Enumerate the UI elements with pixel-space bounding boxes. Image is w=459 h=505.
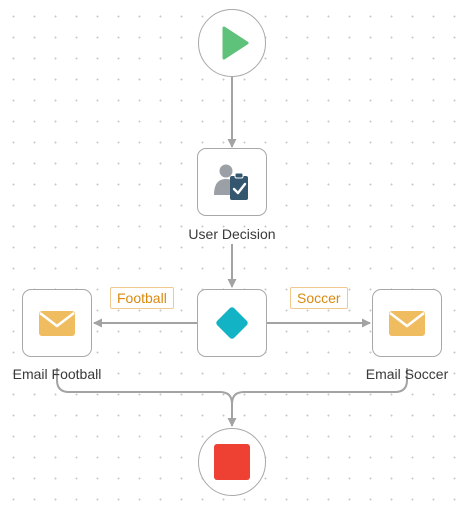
email-football-node[interactable]	[22, 289, 92, 357]
email-soccer-label: Email Soccer	[365, 366, 449, 382]
connector-email-football-to-end[interactable]	[56, 368, 237, 427]
email-soccer-node[interactable]	[372, 289, 442, 357]
user-clipboard-check-icon	[214, 164, 248, 200]
connector-email-soccer-to-end[interactable]	[231, 368, 408, 405]
user-decision-label: User Decision	[188, 226, 276, 242]
stop-square-icon	[214, 444, 250, 480]
branch-label-soccer[interactable]: Soccer	[290, 287, 348, 309]
envelope-icon	[389, 311, 425, 336]
email-football-label: Email Football	[12, 366, 102, 382]
envelope-icon	[39, 311, 75, 336]
user-decision-node[interactable]	[197, 148, 267, 216]
decision-gateway-node[interactable]	[197, 289, 267, 357]
branch-label-football[interactable]: Football	[110, 287, 174, 309]
end-node[interactable]	[198, 428, 266, 496]
start-node[interactable]	[198, 9, 266, 77]
play-icon	[222, 26, 249, 60]
diamond-icon	[216, 307, 248, 339]
